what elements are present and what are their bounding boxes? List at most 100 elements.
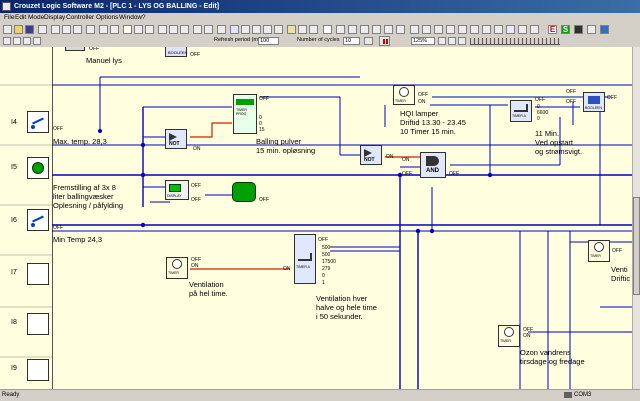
not-block-middle[interactable]: NOT [360, 145, 382, 165]
network-icon[interactable] [587, 25, 596, 34]
timeline-icon[interactable] [434, 25, 443, 34]
blank-icon[interactable] [323, 25, 332, 34]
menu-options[interactable]: Options [96, 14, 119, 21]
output-block-icon[interactable] [348, 25, 357, 34]
zoom-out-icon[interactable] [448, 37, 456, 45]
zoom-in-icon[interactable] [438, 37, 446, 45]
function-block-icon[interactable] [360, 25, 369, 34]
monitor-icon[interactable] [410, 25, 419, 34]
print-icon[interactable] [38, 25, 47, 34]
mode-icon[interactable] [3, 37, 11, 45]
diagram-canvas[interactable]: I4 I5 I6 I7 I8 I9 OFF BOOLEEN OFF Manuel… [0, 47, 632, 389]
transfer-icon[interactable] [274, 25, 283, 34]
text-tool-icon[interactable] [145, 25, 154, 34]
new-file-icon[interactable] [3, 25, 12, 34]
calendar-icon[interactable] [458, 25, 467, 34]
booleen-top-label: BOOLEEN [168, 50, 188, 55]
copy-icon[interactable] [62, 25, 71, 34]
input-i4-switch[interactable] [27, 111, 49, 133]
input-i9-empty[interactable] [27, 359, 49, 381]
pin-off-vent-timer: OFF [318, 237, 328, 243]
ventilation-timer-block[interactable]: TIMER A [294, 234, 316, 284]
sfc-icon[interactable] [384, 25, 393, 34]
edit-mode-e-icon[interactable]: E [548, 25, 557, 34]
menu-display[interactable]: Display [44, 14, 66, 21]
ozon-clock-block[interactable]: TIMER [498, 325, 520, 347]
io-table-icon[interactable] [446, 25, 455, 34]
vertical-scrollbar[interactable] [632, 47, 640, 389]
balling-timer-block[interactable]: TIMER PROG [233, 94, 257, 134]
module-icon[interactable] [230, 25, 239, 34]
green-output-block[interactable] [232, 182, 256, 202]
zoom-icon[interactable] [241, 25, 250, 34]
and-block[interactable]: AND [420, 152, 446, 178]
monitoring-mode-icon[interactable] [574, 25, 583, 34]
delete-icon[interactable] [86, 25, 95, 34]
right-vent-clock-block[interactable]: TIMER [588, 240, 610, 262]
menu-mode[interactable]: Mode [28, 14, 45, 21]
connect-icon[interactable] [287, 25, 296, 34]
label-balling-1: Balling pulver [256, 137, 302, 146]
row-label-i9: I9 [11, 365, 17, 372]
logic-block-icon[interactable] [372, 25, 381, 34]
not-block-upper[interactable]: NOT [165, 129, 187, 149]
line-color-icon[interactable] [204, 25, 213, 34]
clock-icon[interactable] [470, 25, 479, 34]
group-icon[interactable] [33, 37, 41, 45]
menu-help[interactable]: ? [142, 14, 146, 21]
parameter-icon[interactable] [422, 25, 431, 34]
menu-controller[interactable]: Controller [66, 14, 95, 21]
undo-icon[interactable] [99, 25, 108, 34]
list-icon[interactable] [518, 25, 527, 34]
scroll-thumb[interactable] [633, 197, 640, 295]
comment-icon[interactable] [396, 25, 405, 34]
booleen-right-block[interactable]: BOOLEEN [583, 92, 605, 112]
booleen-top-block[interactable]: BOOLEEN [165, 47, 187, 57]
text-icon[interactable] [23, 37, 31, 45]
input-block-icon[interactable] [336, 25, 345, 34]
cut-icon[interactable] [51, 25, 60, 34]
link-tool-icon[interactable] [134, 25, 143, 34]
status-icon[interactable] [482, 25, 491, 34]
cycles-input[interactable]: 10 [343, 37, 360, 45]
menu-file[interactable]: File [4, 14, 15, 21]
compile-icon[interactable] [263, 25, 272, 34]
input-i8-empty[interactable] [27, 313, 49, 335]
display-block[interactable]: DISPLAY [165, 180, 189, 200]
menu-edit[interactable]: Edit [15, 14, 27, 21]
select-pointer-icon[interactable] [123, 25, 132, 34]
cycles-label: Number of cycles [297, 37, 340, 43]
info-icon[interactable] [600, 25, 609, 34]
simulation-mode-s-icon[interactable]: S [561, 25, 570, 34]
paste-icon[interactable] [73, 25, 82, 34]
test-icon[interactable] [298, 25, 307, 34]
input-i5-lamp[interactable] [27, 157, 49, 179]
open-folder-icon[interactable] [14, 25, 23, 34]
ventilation-clock-block[interactable]: TIMER [166, 257, 188, 279]
manuel-lys-input-block[interactable] [65, 47, 85, 51]
redo-icon[interactable] [110, 25, 119, 34]
grid-icon[interactable] [252, 25, 261, 34]
pause-button[interactable] [379, 36, 390, 46]
align-left-icon[interactable] [158, 25, 167, 34]
refresh-period-input[interactable]: 100 [258, 37, 279, 45]
timeline-ruler[interactable] [470, 38, 560, 45]
color-fill-icon[interactable] [193, 25, 202, 34]
dialog-icon[interactable] [506, 25, 515, 34]
hqi-timer-block[interactable]: TIMER A [510, 100, 532, 122]
line-style-icon[interactable] [217, 25, 226, 34]
windows-icon[interactable] [494, 25, 503, 34]
fit-icon[interactable] [458, 37, 466, 45]
input-i7-empty[interactable] [27, 263, 49, 285]
split-icon[interactable] [530, 25, 539, 34]
wire-icon[interactable] [13, 37, 21, 45]
step-icon[interactable] [364, 37, 373, 45]
align-right-icon[interactable] [180, 25, 189, 34]
save-icon[interactable] [25, 25, 34, 34]
input-i6-switch[interactable] [27, 209, 49, 231]
hqi-clock-block[interactable]: TIMER [393, 85, 415, 105]
menu-window[interactable]: Window [119, 14, 143, 21]
help-cursor-icon[interactable] [309, 25, 318, 34]
zoom-select[interactable]: 125% [411, 37, 435, 45]
align-center-icon[interactable] [169, 25, 178, 34]
